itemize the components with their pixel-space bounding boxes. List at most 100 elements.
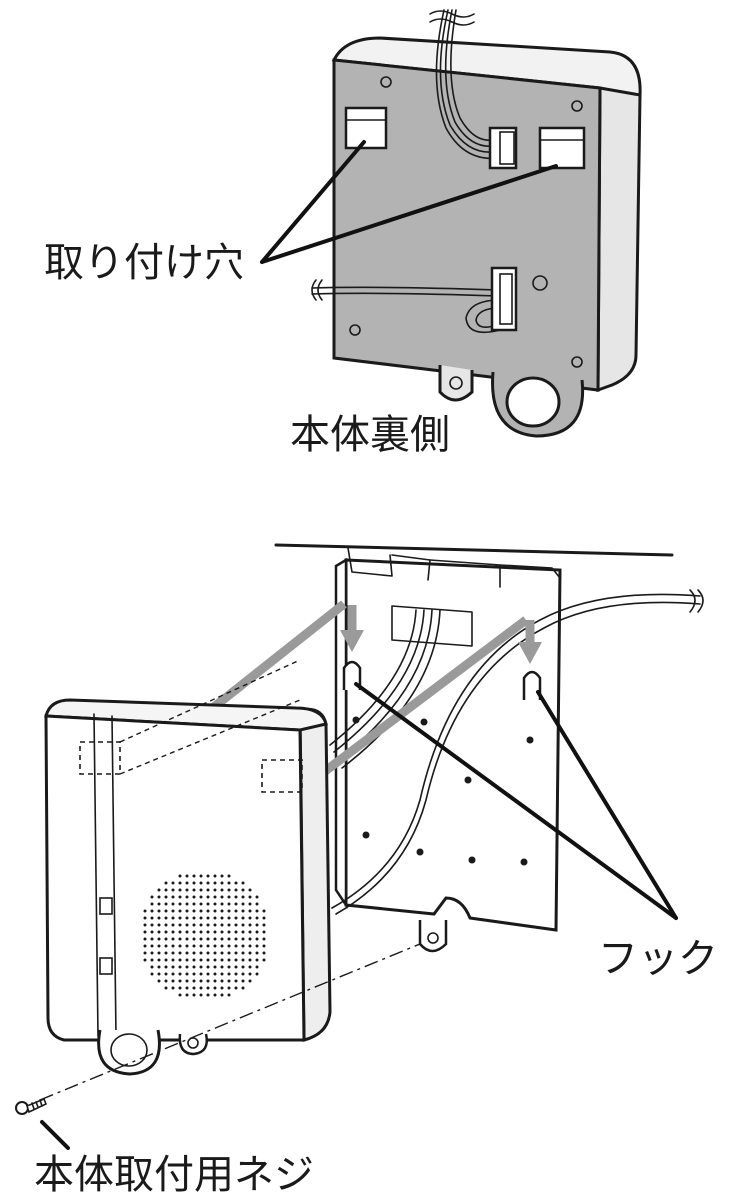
grille-dot: [206, 874, 210, 878]
mounting-hole-right: [538, 126, 586, 170]
screw-hole-center: [532, 275, 548, 291]
grille-dot: [199, 958, 203, 962]
band-clip-lower: [99, 957, 113, 975]
grille-dot: [178, 895, 182, 899]
grille-dot: [171, 965, 175, 969]
grille-dot: [213, 895, 217, 899]
grille-dot: [248, 965, 252, 969]
bracket-bottom-tab: [418, 920, 448, 953]
grille-dot: [199, 951, 203, 955]
grille-dot: [164, 888, 168, 892]
grille-dot: [227, 979, 231, 983]
arrow-down-left: [340, 630, 364, 652]
grille-dot: [213, 916, 217, 920]
grille-dot: [185, 909, 189, 913]
grille-dot: [206, 895, 210, 899]
grille-dot: [234, 930, 238, 934]
grille-dot: [227, 944, 231, 948]
grille-dot: [192, 881, 196, 885]
grille-dot: [213, 881, 217, 885]
grille-dot: [262, 930, 266, 934]
grille-dot: [185, 916, 189, 920]
grille-dot: [192, 930, 196, 934]
mounting-hole-left: [344, 106, 388, 150]
grille-dot: [157, 972, 161, 976]
grille-dot: [262, 937, 266, 941]
grille-dot: [234, 965, 238, 969]
grille-dot: [248, 944, 252, 948]
grille-dot: [178, 986, 182, 990]
top-connector: [488, 126, 518, 170]
grille-dot: [213, 993, 217, 997]
grille-dot: [248, 972, 252, 976]
grille-dot: [192, 909, 196, 913]
grille-dot: [220, 965, 224, 969]
grille-dot: [199, 965, 203, 969]
grille-dot: [192, 965, 196, 969]
grille-dot: [164, 986, 168, 990]
grille-dot: [234, 979, 238, 983]
grille-dot: [262, 916, 266, 920]
grille-dot: [192, 916, 196, 920]
grille-dot: [206, 958, 210, 962]
grille-dot: [199, 937, 203, 941]
leader-line-screw: [40, 1120, 70, 1150]
grille-dot: [241, 937, 245, 941]
grille-dot: [255, 972, 259, 976]
grille-dot: [157, 902, 161, 906]
grille-dot: [227, 902, 231, 906]
grille-dot: [164, 923, 168, 927]
grille-dot: [241, 916, 245, 920]
label-unit-back: 本体裏側: [290, 412, 450, 458]
speaker-grille-dots: [143, 874, 266, 997]
unit-band-left: [93, 713, 99, 1037]
grille-dot: [164, 916, 168, 920]
grille-dot: [157, 923, 161, 927]
grille-dot: [241, 923, 245, 927]
grille-dot: [171, 944, 175, 948]
grille-dot: [234, 958, 238, 962]
grille-dot: [248, 923, 252, 927]
grille-dot: [178, 937, 182, 941]
grille-dot: [157, 958, 161, 962]
grille-dot: [255, 944, 259, 948]
grille-dot: [227, 895, 231, 899]
grille-dot: [227, 937, 231, 941]
grille-dot: [157, 937, 161, 941]
grille-dot: [192, 888, 196, 892]
grille-dot: [164, 881, 168, 885]
grille-dot: [241, 902, 245, 906]
grille-dot: [213, 888, 217, 892]
grille-dot: [164, 937, 168, 941]
grille-dot: [241, 881, 245, 885]
grille-dot: [150, 923, 154, 927]
unit-large-loop: [97, 1029, 161, 1076]
grille-dot: [255, 958, 259, 962]
grille-dot: [157, 888, 161, 892]
grille-dot: [262, 958, 266, 962]
grille-dot: [171, 986, 175, 990]
grille-dot: [185, 993, 189, 997]
grille-dot: [234, 881, 238, 885]
grille-dot: [213, 923, 217, 927]
grille-dot: [164, 944, 168, 948]
grille-dot: [255, 937, 259, 941]
grille-dot: [192, 874, 196, 878]
grille-dot: [178, 874, 182, 878]
grille-dot: [227, 888, 231, 892]
grille-dot: [241, 895, 245, 899]
grille-dot: [227, 965, 231, 969]
grille-dot: [192, 958, 196, 962]
grille-dot: [199, 902, 203, 906]
grille-dot: [178, 958, 182, 962]
grille-dot: [234, 986, 238, 990]
grille-dot: [255, 951, 259, 955]
grille-dot: [241, 944, 245, 948]
grille-dot: [143, 930, 147, 934]
speaker-grille: [134, 865, 274, 1005]
grille-dot: [213, 979, 217, 983]
grille-dot: [206, 881, 210, 885]
unit-small-loop-hole: [187, 1037, 199, 1049]
grille-dot: [150, 909, 154, 913]
